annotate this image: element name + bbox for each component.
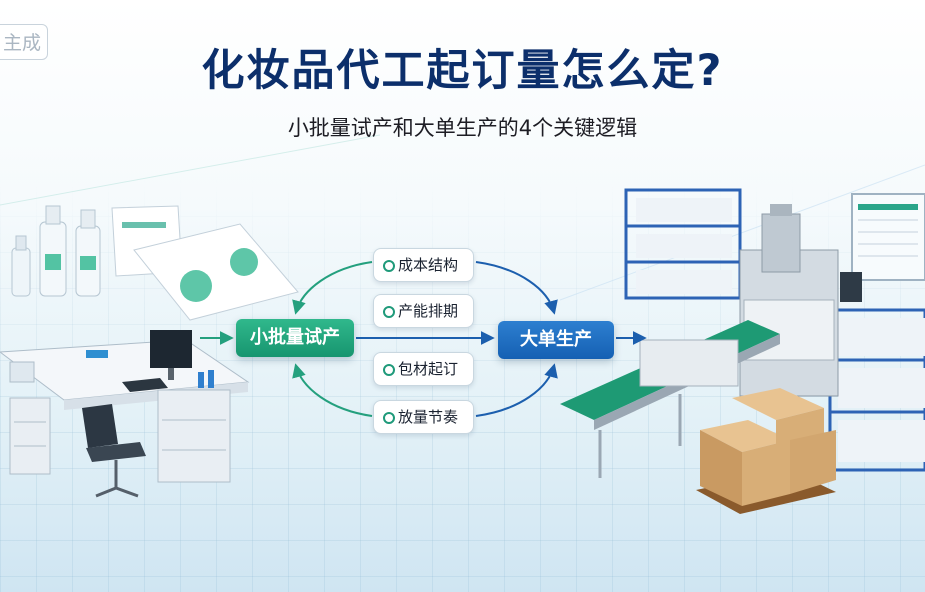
- warehouse-shelves-illustration: [624, 188, 925, 472]
- watermark-badge: 主成: [0, 24, 48, 60]
- sample-pouches-illustration: [111, 205, 299, 321]
- cycle-arrow-top-right: [475, 261, 558, 315]
- page-title: 化妆品代工起订量怎么定?: [201, 46, 724, 96]
- bullet-dot-icon: [383, 260, 395, 272]
- page-subtitle: 小批量试产和大单生产的4个关键逻辑: [287, 116, 638, 140]
- large-order-node: 大单生产: [498, 321, 614, 359]
- bullet-dot-icon: [383, 364, 395, 376]
- filling-machine-illustration: [739, 204, 862, 397]
- factor-capacity-scheduling: 产能排期: [373, 294, 474, 328]
- cycle-arrow-top-left: [292, 261, 373, 315]
- factor-packaging-moq: 包材起订: [373, 352, 474, 386]
- small-batch-node: 小批量试产: [236, 319, 354, 357]
- factor-ramp-up-pace: 放量节奏: [373, 400, 474, 434]
- factor-cost-structure: 成本结构: [373, 248, 474, 282]
- bullet-dot-icon: [383, 412, 395, 424]
- cardboard-boxes-illustration: [696, 388, 836, 514]
- factor-label: 包材起订: [398, 360, 459, 378]
- lab-bottles-illustration: [11, 205, 101, 297]
- cycle-arrow-bottom-left: [292, 363, 373, 417]
- monitor-board-illustration: [851, 193, 925, 281]
- factor-label: 成本结构: [398, 256, 459, 274]
- conveyor-illustration: [560, 320, 780, 478]
- lab-chair-illustration: [82, 404, 146, 498]
- factor-label: 放量节奏: [398, 408, 459, 426]
- cycle-arrow-bottom-right: [475, 363, 558, 417]
- factor-label: 产能排期: [398, 302, 459, 320]
- lab-desk-illustration: [0, 330, 250, 483]
- bullet-dot-icon: [383, 306, 395, 318]
